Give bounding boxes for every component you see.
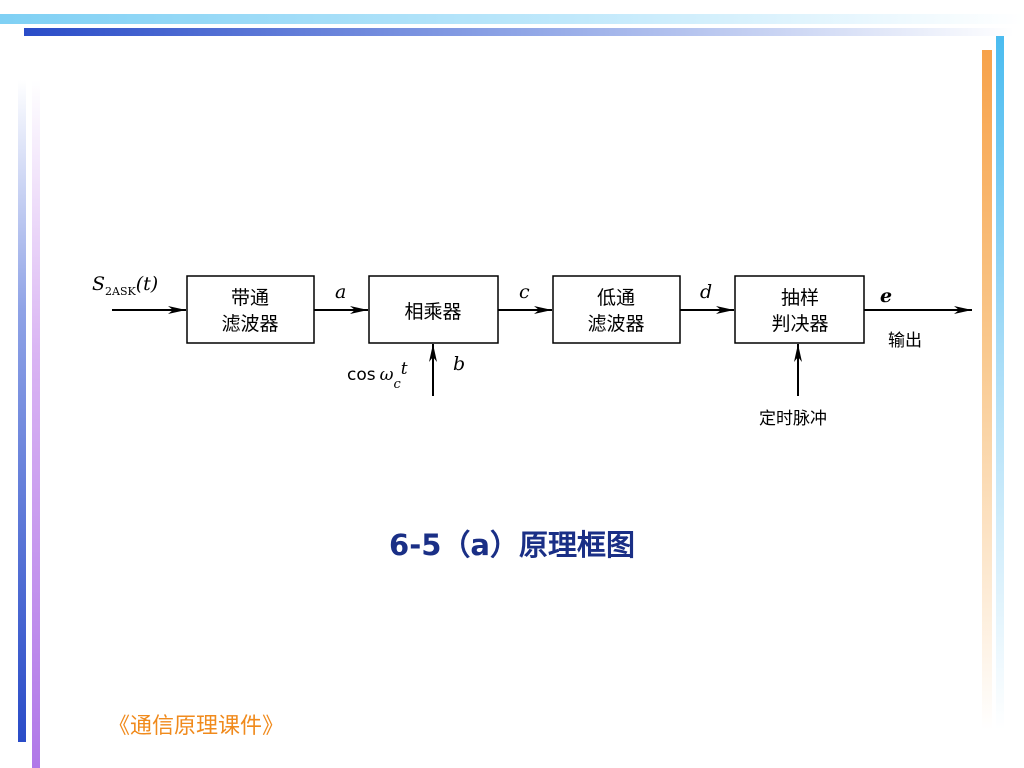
multiplier-label: 相乘器 (404, 301, 461, 323)
multiplier-block: 相乘器 (368, 275, 499, 344)
bandpass-filter-block: 带通 滤波器 (186, 275, 315, 344)
timing-pulse-label: 定时脉冲 (759, 409, 827, 429)
course-footer: 《通信原理课件》 (108, 714, 285, 739)
right-accent-bar-cyan (996, 36, 1004, 730)
lowpass-filter-label-1: 低通 (597, 287, 635, 309)
sampling-decision-label-2: 判决器 (771, 313, 828, 335)
sampling-decision-block: 抽样 判决器 (734, 275, 865, 344)
right-accent-bar-orange (982, 50, 992, 730)
bandpass-filter-label-2: 滤波器 (221, 313, 278, 335)
top-accent-bar-dark (24, 28, 1014, 36)
signal-label-e: e (880, 285, 892, 307)
sampling-decision-label-1: 抽样 (781, 287, 819, 309)
lowpass-filter-label-2: 滤波器 (587, 313, 644, 335)
figure-caption: 6-5（a）原理框图 (389, 528, 635, 562)
lowpass-filter-block: 低通 滤波器 (552, 275, 681, 344)
signal-label-d: d (700, 281, 712, 303)
bandpass-filter-label-1: 带通 (231, 287, 269, 309)
input-signal-label: S2ASK(t) (92, 273, 158, 298)
signal-label-c: c (519, 281, 530, 303)
left-accent-bar-blue (18, 80, 26, 742)
signal-label-a: a (335, 281, 346, 303)
top-accent-bar-light (0, 14, 1024, 24)
output-label: 输出 (888, 331, 922, 351)
left-accent-bar-purple (32, 80, 40, 768)
signal-label-b: b (453, 353, 465, 375)
